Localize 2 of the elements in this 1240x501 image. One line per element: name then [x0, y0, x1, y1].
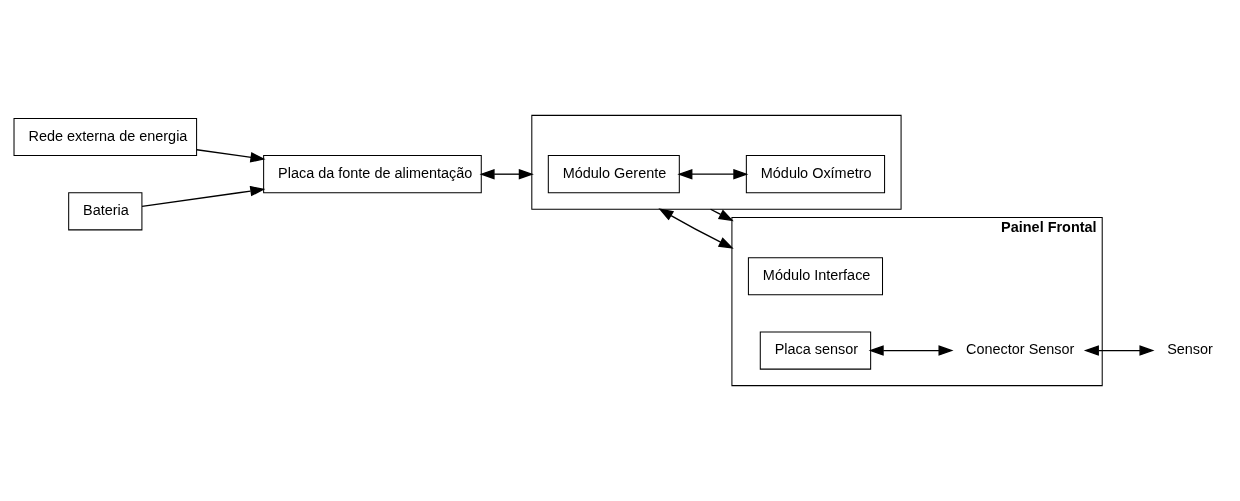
node-text: Conector Sensor [966, 341, 1075, 358]
node-text: Sensor [1167, 341, 1213, 358]
